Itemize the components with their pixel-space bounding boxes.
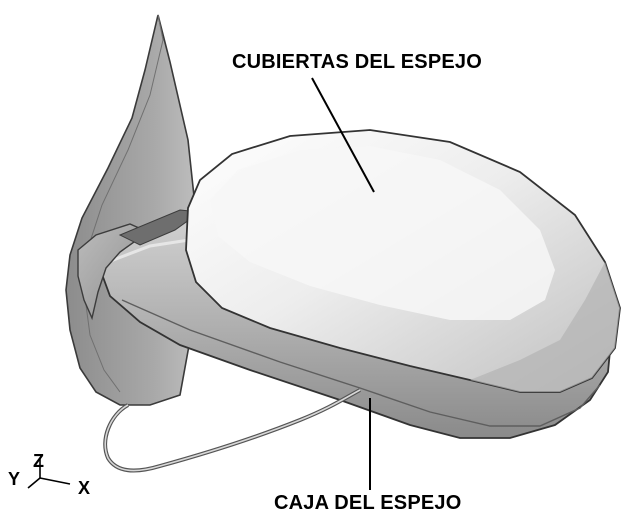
mirror-cover-label: CUBIERTAS DEL ESPEJO [232,51,482,73]
cover-leader-line [311,77,375,193]
mirror-neck [77,223,150,321]
mirror-housing-lower-rim [121,299,601,427]
mirror-wire-core [104,389,361,472]
mirror-cover-shadow [470,262,620,392]
mirror-housing-label: CAJA DEL ESPEJO [274,492,462,514]
axis-z-label: Z [33,451,44,471]
axis-y-label: Y [8,469,21,489]
mirror-cover-highlight [210,146,555,320]
axis-x-label: X [78,478,91,498]
mirror-mount-sail-edge [83,14,164,393]
xyz-axis-triad-icon [27,458,71,489]
